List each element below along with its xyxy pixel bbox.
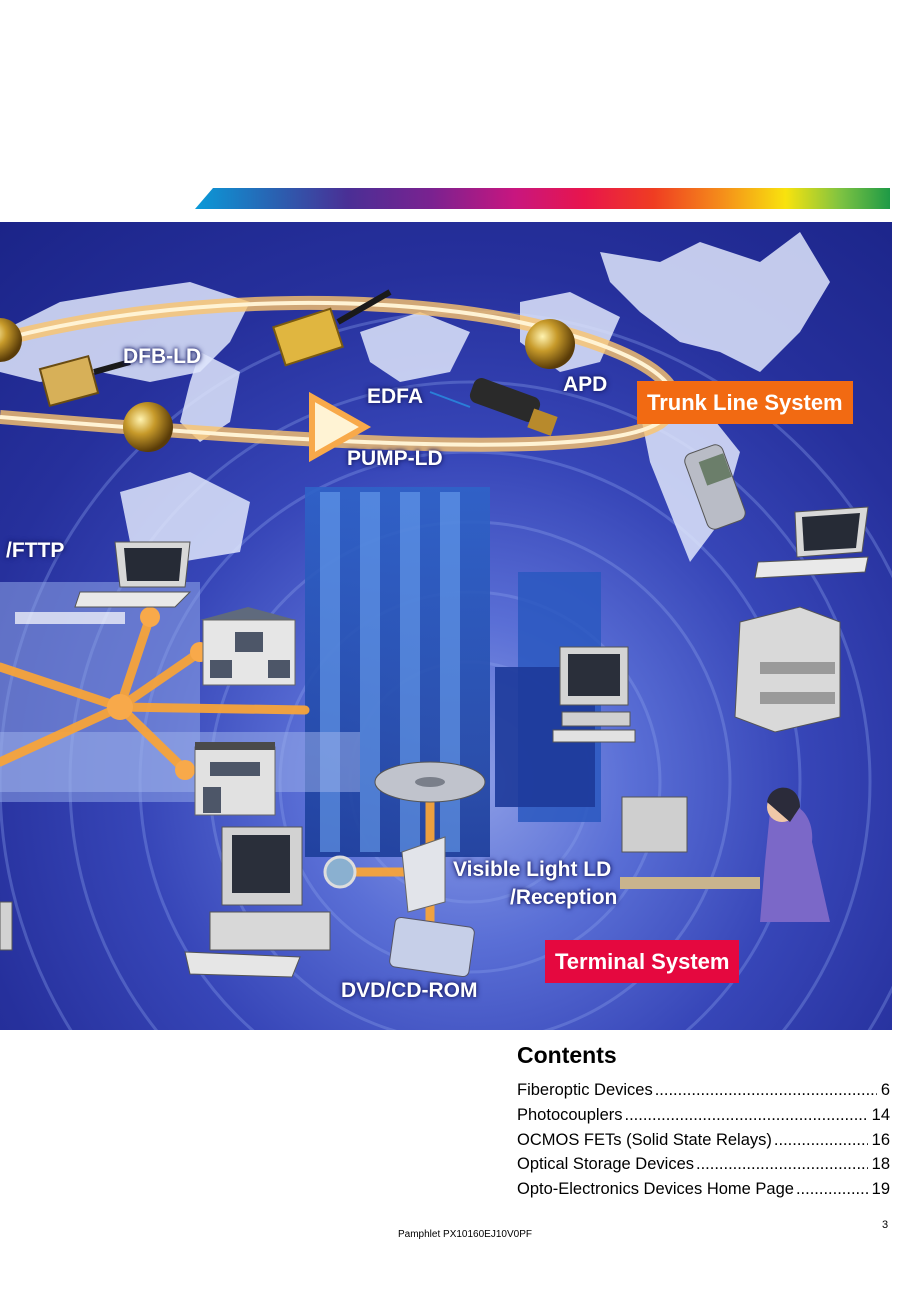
toc-dot-leader [625,1103,868,1128]
toc-item-title: Optical Storage Devices [517,1155,694,1174]
toc-item-title: Photocouplers [517,1105,623,1124]
edfa-label: EDFA [367,385,424,408]
city-buildings [0,487,601,857]
reception-label: /Reception [510,886,618,909]
toc-item-page: 19 [871,1180,890,1199]
fttp-label: /FTTP [6,539,65,562]
office-worker-illustration [620,787,830,922]
pamphlet-code: Pamphlet PX10160EJ10V0PF [398,1229,532,1240]
table-of-contents: Contents Fiberoptic Devices 6 Photocoupl… [517,1040,890,1202]
node-spheres [0,318,575,452]
pump-ld-label: PUMP-LD [347,447,443,470]
dvd-cd-rom-label: DVD/CD-ROM [341,979,478,1002]
optical-disc-unit [323,761,486,978]
toc-item[interactable]: Opto-Electronics Devices Home Page 19 [517,1177,890,1202]
apd-label: APD [563,373,608,396]
toc-item[interactable]: OCMOS FETs (Solid State Relays) 16 [517,1128,890,1153]
toc-dot-leader [774,1128,868,1153]
toc-dot-leader [696,1152,868,1177]
trunk-line-system-badge: Trunk Line System [637,381,853,424]
page-number: 3 [882,1219,889,1231]
toc-item-title: OCMOS FETs (Solid State Relays) [517,1130,772,1149]
house-illustrations [194,607,296,816]
toc-item-title: Opto-Electronics Devices Home Page [517,1180,794,1199]
toc-item-page: 16 [871,1130,890,1149]
toc-item[interactable]: Optical Storage Devices 18 [517,1152,890,1177]
dfb-ld-label: DFB-LD [123,345,202,368]
toc-dot-leader [796,1177,868,1202]
visible-light-ld-label: Visible Light LD [453,858,612,881]
hero-illustration: DFB-LD EDFA APD PUMP-LD /FTTP Visible Li… [0,222,892,1030]
terminal-system-badge: Terminal System [545,940,740,983]
toc-item[interactable]: Photocouplers 14 [517,1103,890,1128]
toc-dot-leader [655,1078,877,1103]
toc-item-page: 14 [871,1105,890,1124]
desktop-computers [0,646,688,978]
hero-artwork [0,232,892,1030]
laptop-illustrations [74,506,869,608]
toc-item-title: Fiberoptic Devices [517,1081,653,1099]
laser-modules [38,289,558,436]
toc-item[interactable]: Fiberoptic Devices 6 [517,1078,890,1103]
printer-illustration [734,606,841,733]
edfa-amplifier-icon [309,391,372,463]
contents-heading: Contents [517,1042,617,1068]
toc-item-page: 18 [871,1155,890,1174]
mobile-phone-illustration [684,444,746,530]
toc-item-page: 6 [880,1081,890,1099]
rainbow-stripe [195,188,890,209]
